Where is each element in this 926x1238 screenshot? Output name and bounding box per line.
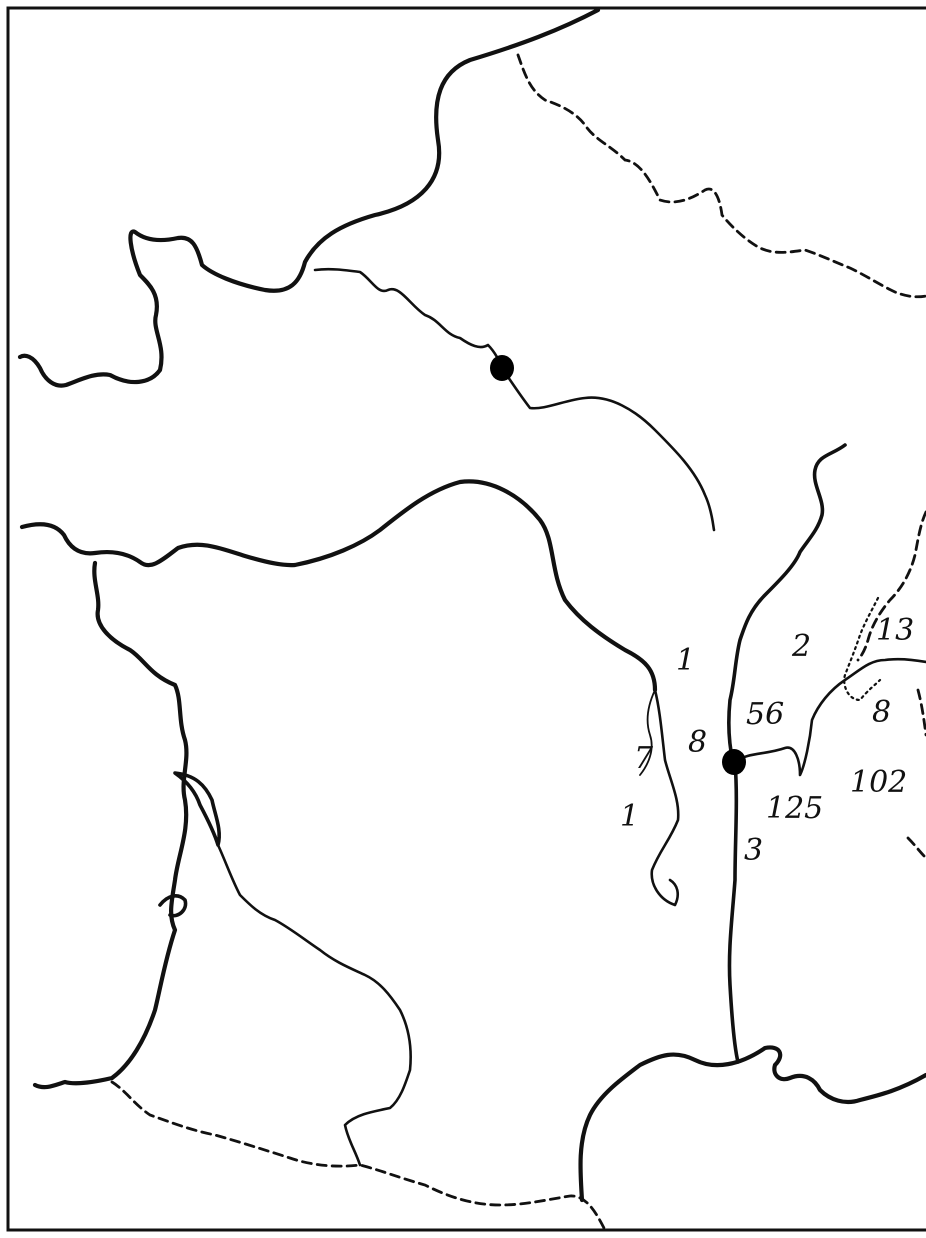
river-rhone: [727, 760, 740, 1064]
city-marker-paris: [490, 355, 514, 381]
coastline-brittany: [19, 479, 658, 693]
map-label-7: 7: [634, 741, 654, 776]
map-label-8-east: 8: [872, 695, 891, 730]
border-east-mid: [916, 688, 926, 737]
map-label-13: 13: [876, 613, 914, 648]
map-label-56: 56: [746, 697, 784, 732]
city-marker-lyon: [722, 749, 746, 775]
river-rhone-upper: [733, 657, 926, 777]
map-label-125: 125: [766, 791, 823, 826]
river-allier: [639, 689, 656, 776]
border-east: [856, 510, 926, 662]
coastline-mediterranean: [578, 1045, 926, 1203]
river-seine: [313, 267, 716, 532]
border-east-lower: [906, 836, 926, 860]
river-saone: [726, 443, 847, 764]
river-arcachon-inlet: [158, 894, 188, 918]
map-label-8-west: 8: [688, 725, 707, 760]
gironde-estuary: [173, 771, 221, 847]
coastline-atlantic: [32, 560, 189, 1090]
border-north: [516, 53, 926, 299]
map-label-102: 102: [850, 765, 907, 800]
map-label-1-south: 1: [620, 799, 639, 834]
map-frame: [6, 6, 926, 1232]
map-label-3: 3: [744, 833, 763, 868]
river-loire: [650, 688, 680, 907]
coastline-north: [17, 7, 601, 388]
river-garonne: [216, 843, 412, 1167]
map-label-2: 2: [791, 629, 811, 664]
map-label-1-north: 1: [676, 643, 695, 678]
border-pyrenees: [110, 1080, 607, 1232]
border-swiss: [843, 596, 882, 702]
